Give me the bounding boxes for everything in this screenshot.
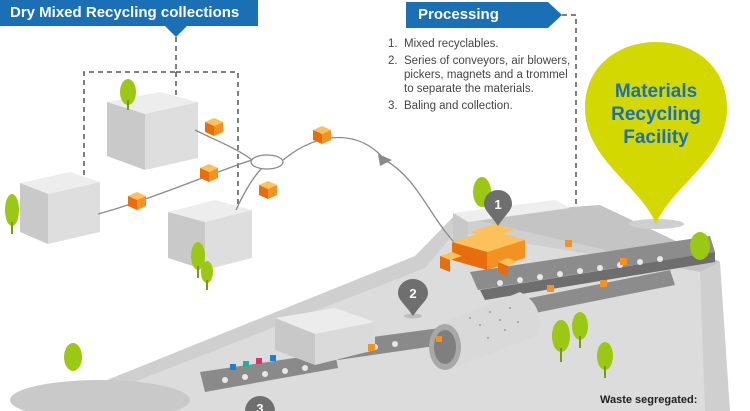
- waste-segregated-label: Waste segregated:: [600, 394, 698, 406]
- marker-3: [245, 396, 275, 411]
- step-text: Baling and collection.: [404, 100, 513, 112]
- conveyor-items: [230, 240, 627, 370]
- collection-building-bottom: [168, 200, 252, 270]
- facility-floor: [10, 205, 730, 411]
- route-arrow-head: [378, 154, 392, 166]
- collections-banner-pointer: [165, 26, 187, 37]
- marker-1: [484, 190, 512, 226]
- baling-shed: [275, 308, 375, 365]
- processing-banner: Processing: [406, 2, 548, 28]
- conveyor-belts: [200, 236, 715, 392]
- collection-routes: [97, 129, 461, 249]
- facility-label: Materials Recycling Facility: [611, 81, 701, 148]
- facility-pin: [585, 42, 727, 229]
- recyclable-cubes: [128, 118, 331, 210]
- marker-2: [398, 279, 428, 319]
- step-text: Mixed recyclables.: [404, 38, 499, 50]
- processing-steps-list: 1. Mixed recyclables. 2. Series of conveyo…: [388, 37, 578, 116]
- step-number: 1.: [388, 38, 398, 50]
- processing-step: 3. Baling and collection.: [388, 99, 578, 113]
- collections-banner: Dry Mixed Recycling collections: [0, 0, 258, 26]
- materials-pile: [440, 224, 525, 276]
- step-number: 2.: [388, 55, 398, 67]
- step-number: 3.: [388, 100, 398, 112]
- collection-building-left: [20, 172, 100, 244]
- dashed-connectors: [83, 14, 577, 222]
- collection-building-top: [107, 92, 198, 170]
- processing-step: 2. Series of conveyors, air blowers, pick…: [388, 54, 578, 96]
- processing-banner-pointer: [548, 2, 562, 28]
- step-text: Series of conveyors, air blowers, picker…: [404, 55, 571, 95]
- trommel-drum: [429, 292, 540, 370]
- processing-step: 1. Mixed recyclables.: [388, 37, 578, 51]
